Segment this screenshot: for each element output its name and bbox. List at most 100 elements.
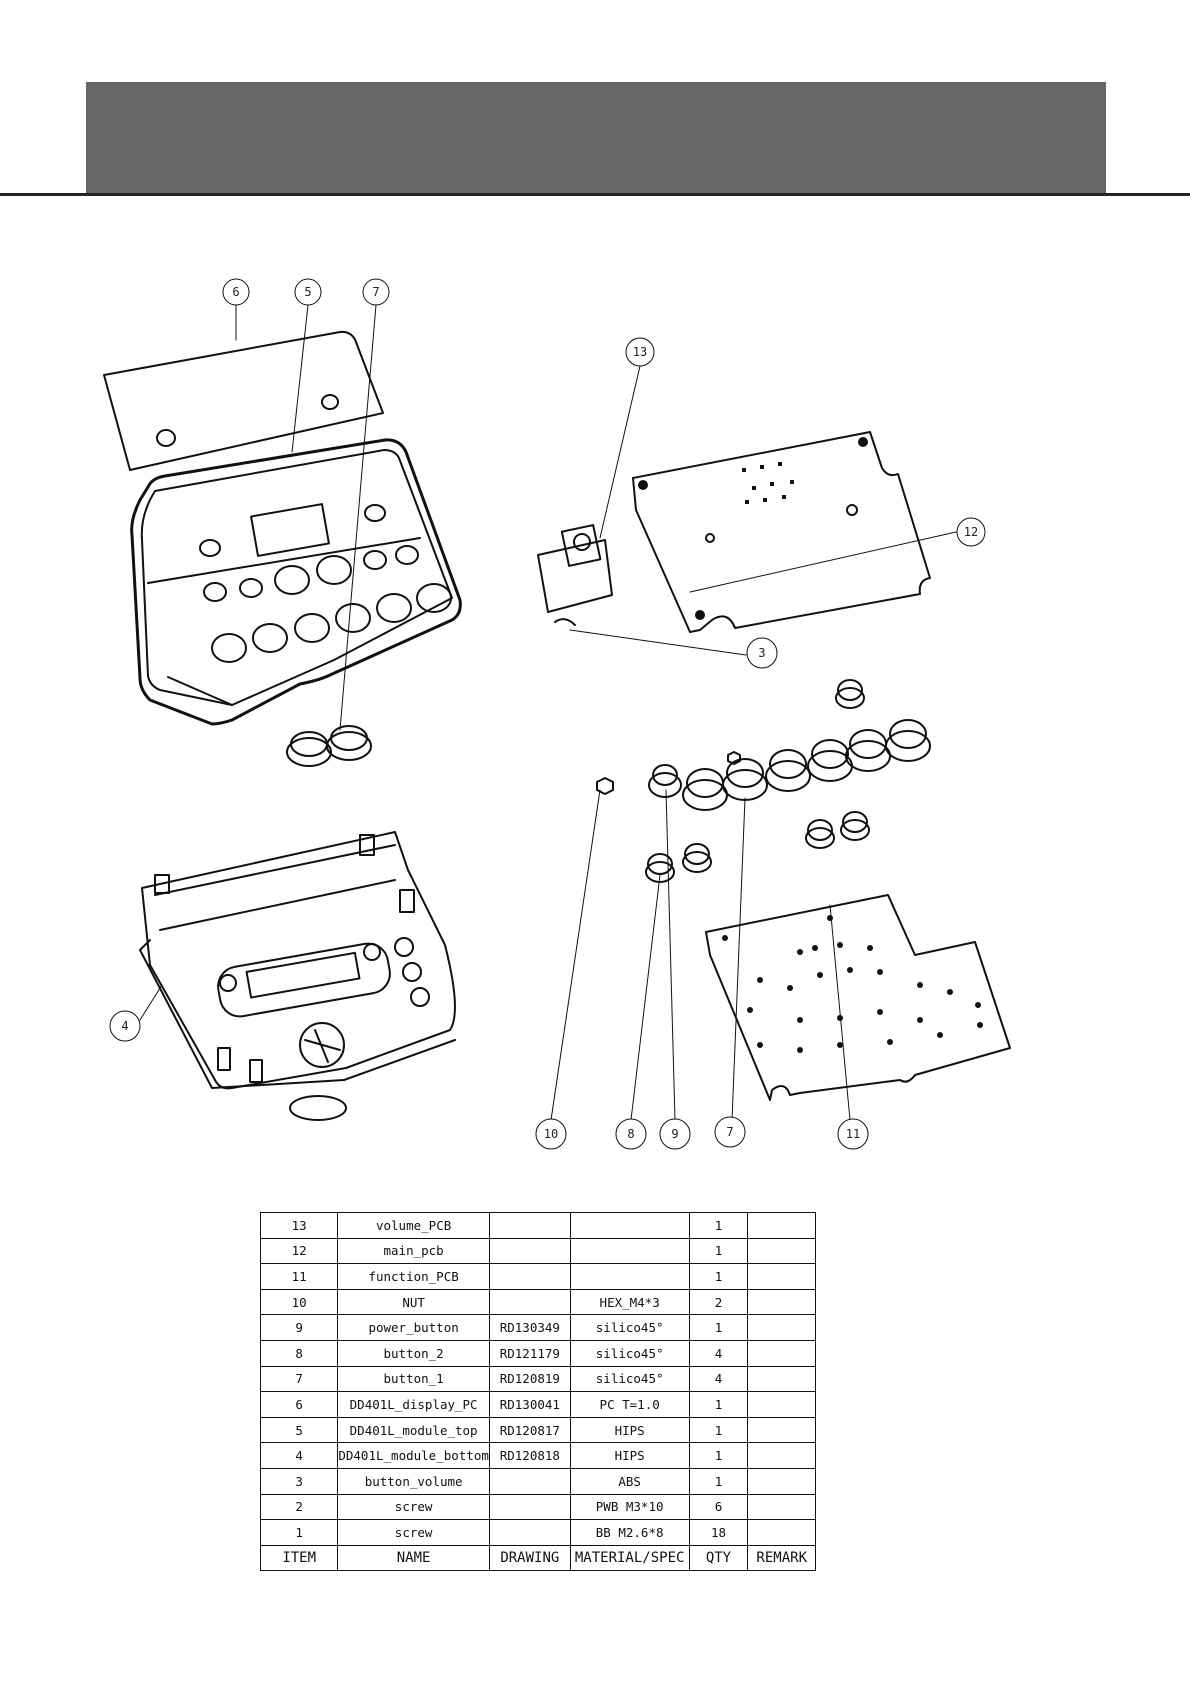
bom-qty: 1 — [688, 1467, 749, 1495]
svg-text:8: 8 — [627, 1127, 634, 1141]
bom-item: 10 — [259, 1288, 339, 1316]
bom-remark — [747, 1365, 816, 1393]
bom-name: DD401L_display_PC — [337, 1391, 490, 1418]
svg-text:11: 11 — [846, 1127, 860, 1141]
bom-drawing: RD121179 — [488, 1339, 571, 1367]
callout-3: 3 — [746, 637, 778, 669]
header-drawing: DRAWING — [488, 1544, 571, 1572]
bom-name: NUT — [337, 1288, 490, 1316]
bom-item: 3 — [259, 1467, 339, 1495]
function-pcb-part — [705, 894, 1011, 1101]
bom-qty: 4 — [688, 1365, 749, 1393]
bom-drawing — [488, 1519, 571, 1546]
bom-name: button_1 — [337, 1365, 490, 1393]
bom-material: HIPS — [569, 1416, 690, 1444]
bom-name: DD401L_module_top — [337, 1416, 490, 1444]
bom-qty: 1 — [688, 1237, 749, 1265]
bom-remark — [747, 1237, 816, 1265]
bom-remark — [747, 1416, 816, 1444]
module-top-part — [130, 438, 462, 726]
bom-item: 7 — [259, 1365, 339, 1393]
header-band — [86, 82, 1106, 194]
bom-qty: 1 — [688, 1263, 749, 1290]
bom-drawing — [488, 1493, 571, 1521]
bom-item: 8 — [259, 1339, 339, 1367]
volume-pcb-part — [537, 524, 613, 626]
bom-name: function_PCB — [337, 1263, 490, 1290]
svg-text:6: 6 — [232, 285, 239, 299]
bom-qty: 1 — [688, 1416, 749, 1444]
bom-drawing: RD120818 — [488, 1442, 571, 1469]
callout-12: 12 — [956, 517, 986, 547]
callout-5: 5 — [294, 278, 322, 306]
bom-remark — [747, 1212, 816, 1239]
button-pair-top-left — [286, 725, 372, 767]
header-name: NAME — [337, 1544, 490, 1572]
callout-9: 9 — [659, 1118, 691, 1150]
callout-10: 10 — [535, 1118, 567, 1150]
bom-material: PC T=1.0 — [569, 1391, 690, 1418]
bom-item: 11 — [259, 1263, 339, 1290]
bom-remark — [747, 1391, 816, 1418]
bom-qty: 1 — [688, 1212, 749, 1239]
bom-remark — [747, 1314, 816, 1341]
header-remark: REMARK — [747, 1544, 816, 1572]
svg-text:5: 5 — [304, 285, 311, 299]
bom-item: 12 — [259, 1237, 339, 1265]
header-item: ITEM — [259, 1544, 339, 1572]
svg-text:3: 3 — [758, 646, 765, 660]
svg-text:12: 12 — [964, 525, 978, 539]
buttons-cluster — [596, 679, 931, 883]
bom-item: 5 — [259, 1416, 339, 1444]
bom-item: 13 — [259, 1212, 339, 1239]
callout-6-top: 6 — [222, 278, 250, 306]
bom-material: HIPS — [569, 1442, 690, 1469]
header-qty: QTY — [688, 1544, 749, 1572]
bom-qty: 1 — [688, 1442, 749, 1469]
main-pcb-part — [632, 431, 931, 633]
header-material: MATERIAL/SPEC — [569, 1544, 690, 1572]
bom-qty: 6 — [688, 1493, 749, 1521]
bom-name: screw — [337, 1519, 490, 1546]
module-bottom-part — [139, 831, 456, 1121]
table-header-row: ITEM NAME DRAWING MATERIAL/SPEC QTY REMA… — [259, 1544, 816, 1572]
svg-text:4: 4 — [121, 1019, 128, 1033]
bom-drawing — [488, 1467, 571, 1495]
bom-remark — [747, 1467, 816, 1495]
bom-item: 2 — [259, 1493, 339, 1521]
callout-7-top: 7 — [362, 278, 390, 306]
svg-text:13: 13 — [633, 345, 647, 359]
header-rule — [0, 193, 1190, 196]
callout-8: 8 — [615, 1118, 647, 1150]
bom-material: silico45° — [569, 1339, 690, 1367]
bom-remark — [747, 1442, 816, 1469]
control-holes — [199, 504, 452, 663]
leader-lines — [139, 304, 957, 1121]
bom-name: DD401L_module_bottom — [337, 1442, 490, 1469]
bom-material — [569, 1212, 690, 1239]
bom-material: silico45° — [569, 1365, 690, 1393]
bom-qty: 1 — [688, 1314, 749, 1341]
bom-drawing: RD120817 — [488, 1416, 571, 1444]
bom-name: button_2 — [337, 1339, 490, 1367]
bom-material: BB M2.6*8 — [569, 1519, 690, 1546]
callout-13: 13 — [625, 337, 655, 367]
bom-drawing: RD130041 — [488, 1391, 571, 1418]
bom-drawing — [488, 1288, 571, 1316]
bom-material: ABS — [569, 1467, 690, 1495]
callout-4: 4 — [109, 1010, 141, 1042]
bom-material: silico45° — [569, 1314, 690, 1341]
bom-material: HEX_M4*3 — [569, 1288, 690, 1316]
bom-name: volume_PCB — [337, 1212, 490, 1239]
bom-drawing — [488, 1237, 571, 1265]
